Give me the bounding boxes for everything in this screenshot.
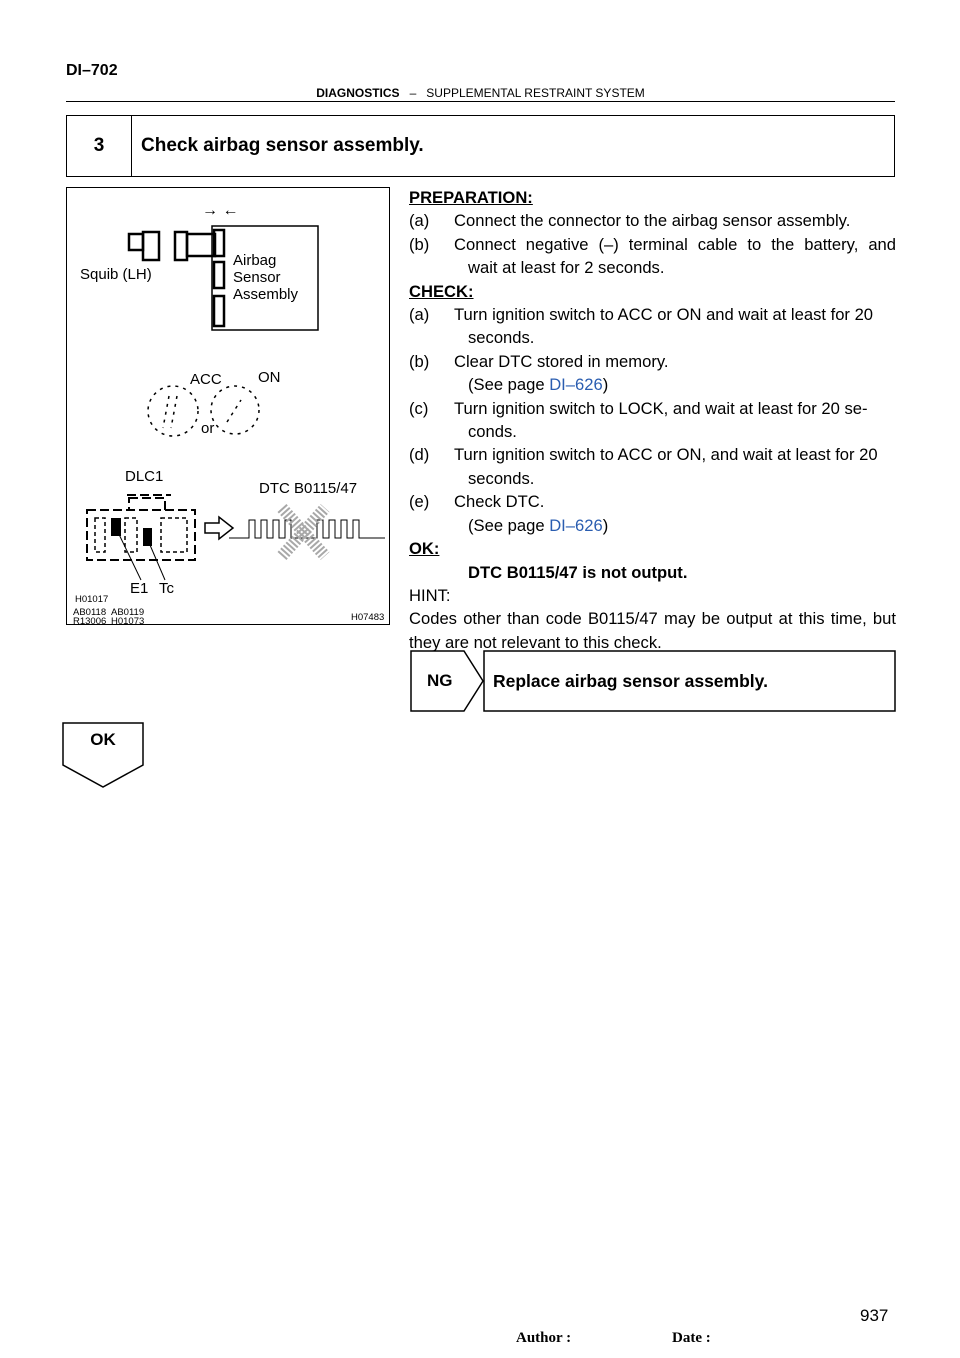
tc-leader-line: [146, 537, 166, 581]
section-separator: –: [409, 86, 417, 100]
ng-box-outline: [410, 650, 896, 712]
dlc1-label: DLC1: [125, 468, 164, 485]
ref-code-6: H07483: [351, 612, 385, 623]
check-item-c: (c) Turn ignition switch to LOCK, and wa…: [409, 398, 868, 418]
check-item-d-cont: seconds.: [468, 468, 535, 488]
header-rule: [66, 101, 895, 102]
hint-text: Codes other than code B0115/47 may be ou…: [409, 609, 896, 652]
airbag-sensor-shape: [211, 225, 319, 331]
ok-box-outline: [62, 722, 144, 788]
check-item-b: (b) Clear DTC stored in memory.: [409, 351, 669, 371]
check-item-e: (e) Check DTC.: [409, 492, 545, 512]
check-item-a: (a) Turn ignition switch to ACC or ON an…: [409, 305, 874, 325]
ok-result-text: DTC B0115/47 is not output.: [468, 562, 688, 582]
step-title: Check airbag sensor assembly.: [141, 135, 424, 156]
ref-code-4: R13006: [73, 616, 107, 625]
ref-code-2: AB0118: [73, 607, 107, 618]
e1-leader-line: [114, 525, 142, 581]
page-number: 937: [860, 1306, 889, 1325]
on-label: ON: [258, 369, 281, 386]
ok-label: OK: [90, 730, 116, 749]
airbag-sensor-label: Airbag Sensor Assembly: [233, 252, 298, 303]
hint-heading: HINT:: [409, 585, 451, 605]
dlc1-pins: [111, 518, 152, 546]
check-item-e-see: (See page DI–626): [468, 515, 609, 535]
step-number: 3: [67, 116, 132, 176]
step-box: 3 Check airbag sensor assembly.: [66, 115, 895, 177]
author-label: Author :: [516, 1330, 572, 1346]
ref-code-1: H01017: [75, 594, 109, 605]
page-link-di626-2[interactable]: DI–626: [549, 515, 603, 535]
ok-result-box: OK: [62, 722, 144, 788]
airbag-sensor-label-line3: Assembly: [233, 286, 299, 303]
check-item-c-cont: conds.: [468, 422, 517, 442]
tc-label: Tc: [159, 580, 174, 597]
ref-code-3: AB0119: [111, 607, 145, 618]
prep-item-a: (a) Connect the connector to the airbag …: [409, 211, 851, 231]
dlc1-connector-shape: [86, 494, 196, 561]
cross-out-mark: [277, 503, 330, 561]
ng-action-text: Replace airbag sensor assembly.: [493, 670, 768, 691]
ignition-switch-shape: [147, 385, 260, 437]
date-label: Date :: [672, 1330, 711, 1346]
ng-result-box: NG Replace airbag sensor assembly.: [410, 650, 896, 712]
hollow-arrow-shape: [204, 515, 235, 541]
squib-label: Squib (LH): [80, 266, 152, 283]
e1-label: E1: [130, 580, 149, 597]
acc-label: ACC: [190, 371, 222, 388]
ok-heading: OK:: [409, 539, 440, 559]
ng-label: NG: [427, 671, 453, 690]
dtc-label: DTC B0115/47: [259, 480, 358, 497]
page-code: DI–702: [66, 62, 118, 79]
insertion-arrows: → ←: [202, 202, 239, 219]
airbag-sensor-label-line2: Sensor: [233, 269, 281, 286]
preparation-heading: PREPARATION:: [409, 188, 533, 207]
section-header: DIAGNOSTICS – SUPPLEMENTAL RESTRAINT SYS…: [66, 86, 895, 100]
check-heading: CHECK:: [409, 281, 474, 301]
check-item-a-cont: seconds.: [468, 328, 535, 348]
diagram-figure: → ← Airbag Sensor Assembly Squib (LH) AC…: [66, 187, 390, 625]
section-category: DIAGNOSTICS: [316, 86, 400, 100]
prep-item-b-cont: wait at least for 2 seconds.: [468, 258, 665, 278]
dlc1-pin-outlines: [94, 517, 188, 553]
prep-item-b: (b) Connect negative (–) terminal cable …: [409, 234, 896, 254]
section-subtitle: SUPPLEMENTAL RESTRAINT SYSTEM: [426, 86, 645, 100]
squib-connector-shape: [127, 230, 217, 262]
ref-code-5: H01073: [111, 616, 145, 625]
check-item-d: (d) Turn ignition switch to ACC or ON, a…: [409, 445, 878, 465]
or-label: or: [201, 420, 215, 437]
check-item-b-see: (See page DI–626): [468, 375, 609, 395]
procedure-text: PREPARATION: (a) Connect the connector t…: [409, 186, 896, 654]
airbag-sensor-label-line1: Airbag: [233, 252, 277, 269]
page-link-di626[interactable]: DI–626: [549, 375, 603, 395]
diagram-drawing: [86, 225, 385, 581]
